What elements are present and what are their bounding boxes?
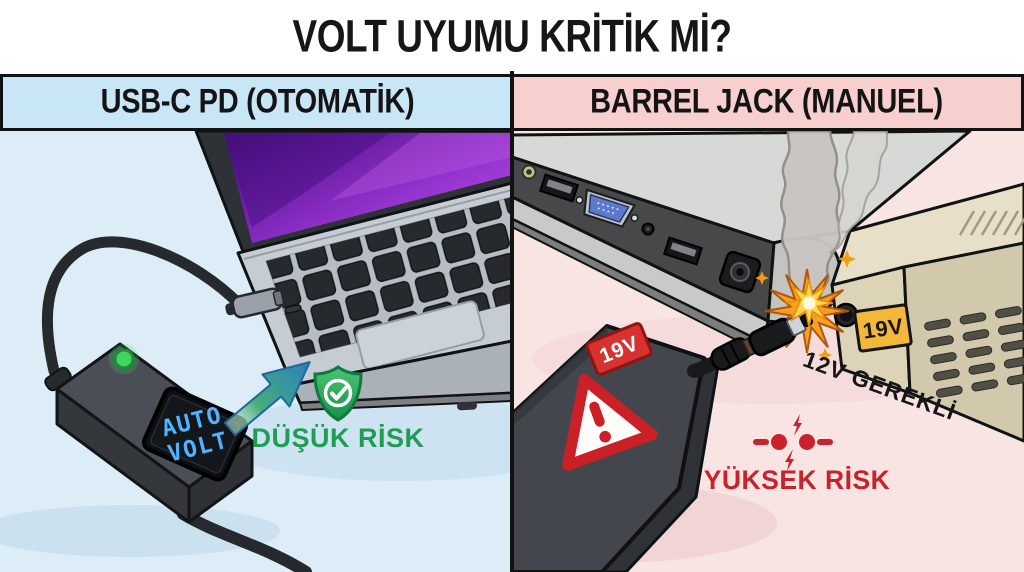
header-usbc-label: USB-C PD (OTOMATİK) — [100, 83, 415, 121]
page-title: VOLT UYUMU KRİTİK Mİ? — [292, 11, 732, 62]
wallpaper-wave-dark — [224, 133, 390, 227]
warning-triangle-icon — [562, 373, 658, 471]
usbc-plug — [225, 287, 285, 319]
disconnect-spark-icon — [753, 414, 833, 471]
barrel-connector-assembly — [687, 278, 834, 378]
brick-edge-bevel — [512, 326, 609, 427]
vga-port-icon — [575, 188, 639, 228]
laptop-foot — [457, 401, 477, 411]
high-risk-label: YÜKSEK RİSK — [704, 465, 891, 495]
usbc-charger: AUTO VOLT — [55, 342, 254, 524]
header-band: USB-C PD (OTOMATİK) BARREL JACK (MANUEL) — [0, 74, 1024, 131]
right-panel-illustration: 19V — [512, 131, 1024, 572]
hinge-line — [243, 189, 512, 260]
device-top-face — [830, 182, 1024, 287]
spark-accents — [755, 250, 856, 362]
header-usbc: USB-C PD (OTOMATİK) — [3, 77, 512, 128]
round-port-icon — [641, 222, 655, 236]
charger-output-cable — [177, 508, 312, 572]
audio-port-icon — [521, 164, 537, 180]
device-front-right-face — [902, 241, 1024, 443]
usbc-cable — [41, 236, 246, 377]
panel-divider — [510, 71, 514, 572]
device-voltage-text: 19V — [861, 313, 905, 343]
title-band: VOLT UYUMU KRİTİK Mİ? — [0, 0, 1024, 74]
left-panel-illustration: AUTO VOLT DÜŞÜK RİSK — [0, 131, 512, 572]
shield-check-icon — [313, 365, 363, 422]
panels: AUTO VOLT DÜŞÜK RİSK — [0, 131, 1024, 572]
adapter-voltage-sticker: 19V — [585, 322, 653, 376]
header-barrel-label: BARREL JACK (MANUEL) — [590, 83, 943, 121]
power-led-icon — [113, 348, 135, 370]
laptop — [194, 131, 512, 411]
voltage-display: AUTO VOLT — [141, 386, 249, 482]
wallpaper-wave-light — [330, 133, 512, 201]
device-voltage-label: 19V — [853, 303, 913, 353]
arrow-up-icon — [223, 361, 311, 437]
barrel-port-icon — [718, 250, 762, 294]
smoke — [780, 131, 888, 294]
charger-shadow — [0, 505, 280, 557]
side-port-slot — [284, 304, 302, 314]
beige-device: 19V — [830, 182, 1024, 443]
trackpad — [355, 300, 485, 370]
top-vent-lines — [958, 210, 1024, 236]
low-risk-label: DÜŞÜK RİSK — [251, 423, 424, 453]
header-barrel: BARREL JACK (MANUEL) — [512, 77, 1021, 128]
laptop-shadow — [210, 397, 512, 481]
barrel-adapter-brick: 19V — [512, 322, 720, 572]
spark-core — [784, 278, 834, 328]
